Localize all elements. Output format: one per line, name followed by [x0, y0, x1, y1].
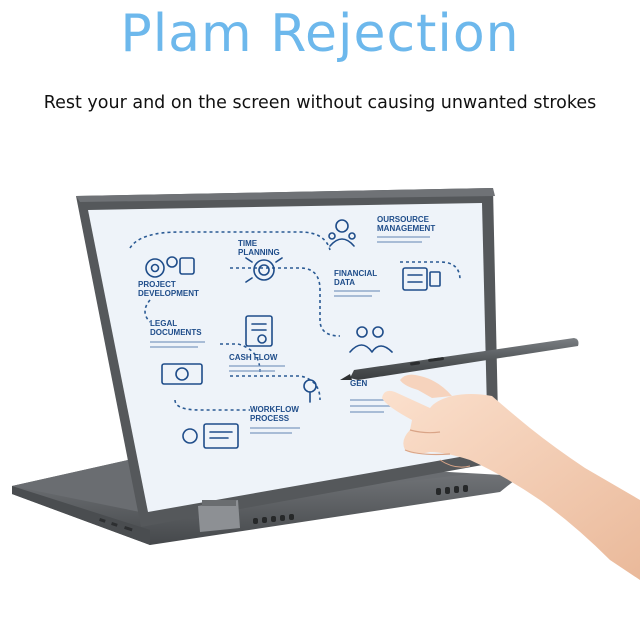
text-lines: [377, 236, 430, 243]
calculator-icon: [402, 267, 441, 291]
headline-title: Plam Rejection: [120, 4, 520, 64]
flow-line: [400, 261, 461, 281]
stylus-button: [410, 361, 421, 366]
hand: [382, 374, 640, 580]
people-icon: [328, 219, 356, 247]
flow-line: [129, 231, 331, 251]
target-icon: [245, 257, 283, 283]
label-time-planning: TIME PLANNING: [238, 239, 280, 257]
text-lines: [150, 341, 205, 348]
laptop-lid: [76, 188, 499, 527]
label-project-development: PROJECT DEVELOPMENT: [138, 280, 199, 298]
hinge: [198, 500, 240, 532]
text-lines: [334, 290, 380, 297]
text-lines: [250, 427, 300, 434]
flow-line: [144, 299, 151, 323]
ports: [99, 518, 133, 532]
screen-content: PROJECT DEVELOPMENT TIME PLANNING OURSOU…: [129, 215, 461, 449]
flow-line: [230, 267, 341, 337]
team-icon: [349, 326, 393, 353]
vent-right: [436, 485, 468, 495]
flow-line: [230, 375, 321, 401]
flow-line: [220, 343, 261, 373]
label-cash-flow: CASH FLOW: [229, 353, 278, 362]
label-legal-documents: LEGAL DOCUMENTS: [150, 319, 202, 337]
stylus-pen: [340, 338, 579, 380]
stylus-button: [428, 357, 445, 362]
document-icon: [245, 315, 273, 347]
gear-icon: [145, 256, 195, 278]
vent-left: [253, 514, 294, 524]
headline-subtitle: Rest your and on the screen without caus…: [43, 93, 597, 113]
text-lines: [229, 365, 285, 372]
label-generation: GEN: [350, 379, 368, 388]
label-financial-data: FINANCIAL DATA: [334, 269, 379, 287]
label-outsource-management: OURSOURCE MANAGEMENT: [377, 215, 435, 233]
search-icon: [303, 379, 317, 403]
flow-line: [174, 399, 250, 411]
label-workflow-process: WORKFLOW PROCESS: [250, 405, 301, 423]
workflow-icon: [182, 423, 239, 449]
money-icon: [161, 363, 203, 385]
